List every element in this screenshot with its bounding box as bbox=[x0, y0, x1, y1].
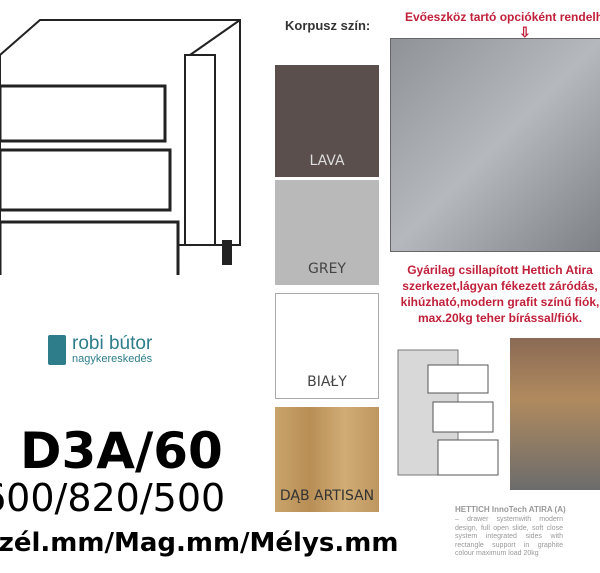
cabinet-drawing bbox=[0, 19, 241, 275]
swatch-bialy[interactable]: BIAŁY bbox=[275, 293, 379, 399]
hettich-description: – drawer systemwith modern design, full … bbox=[455, 516, 563, 557]
kitchen-photo bbox=[510, 338, 600, 490]
color-title: Korpusz szín: bbox=[285, 18, 371, 33]
cutlery-organizer-photo bbox=[390, 38, 600, 252]
hettich-title: HETTICH InnoTech ATIRA (A) bbox=[455, 505, 566, 514]
logo: robi bútor nagykereskedés bbox=[48, 333, 153, 365]
cutlery-note: Evőeszköz tartó opcióként rendelhető bbox=[405, 10, 600, 24]
drawer-cabinet-render bbox=[397, 349, 499, 476]
hettich-note: Gyárilag csillapított Hettich Atira szer… bbox=[400, 263, 600, 325]
product-code: D3A/60 bbox=[20, 422, 223, 480]
logo-icon bbox=[48, 335, 66, 365]
logo-subtitle: nagykereskedés bbox=[72, 353, 153, 365]
logo-name: robi bútor bbox=[72, 333, 153, 354]
swatch-lava[interactable]: LAVA bbox=[275, 65, 379, 177]
product-dimensions: 600/820/500 bbox=[0, 476, 226, 520]
swatch-dab-artisan[interactable]: DĄB ARTISAN bbox=[275, 407, 379, 512]
dimension-labels: Szél.mm/Mag.mm/Mélys.mm bbox=[0, 528, 399, 558]
arrow-down-icon: ⇩ bbox=[519, 24, 531, 40]
swatch-grey[interactable]: GREY bbox=[275, 180, 379, 285]
